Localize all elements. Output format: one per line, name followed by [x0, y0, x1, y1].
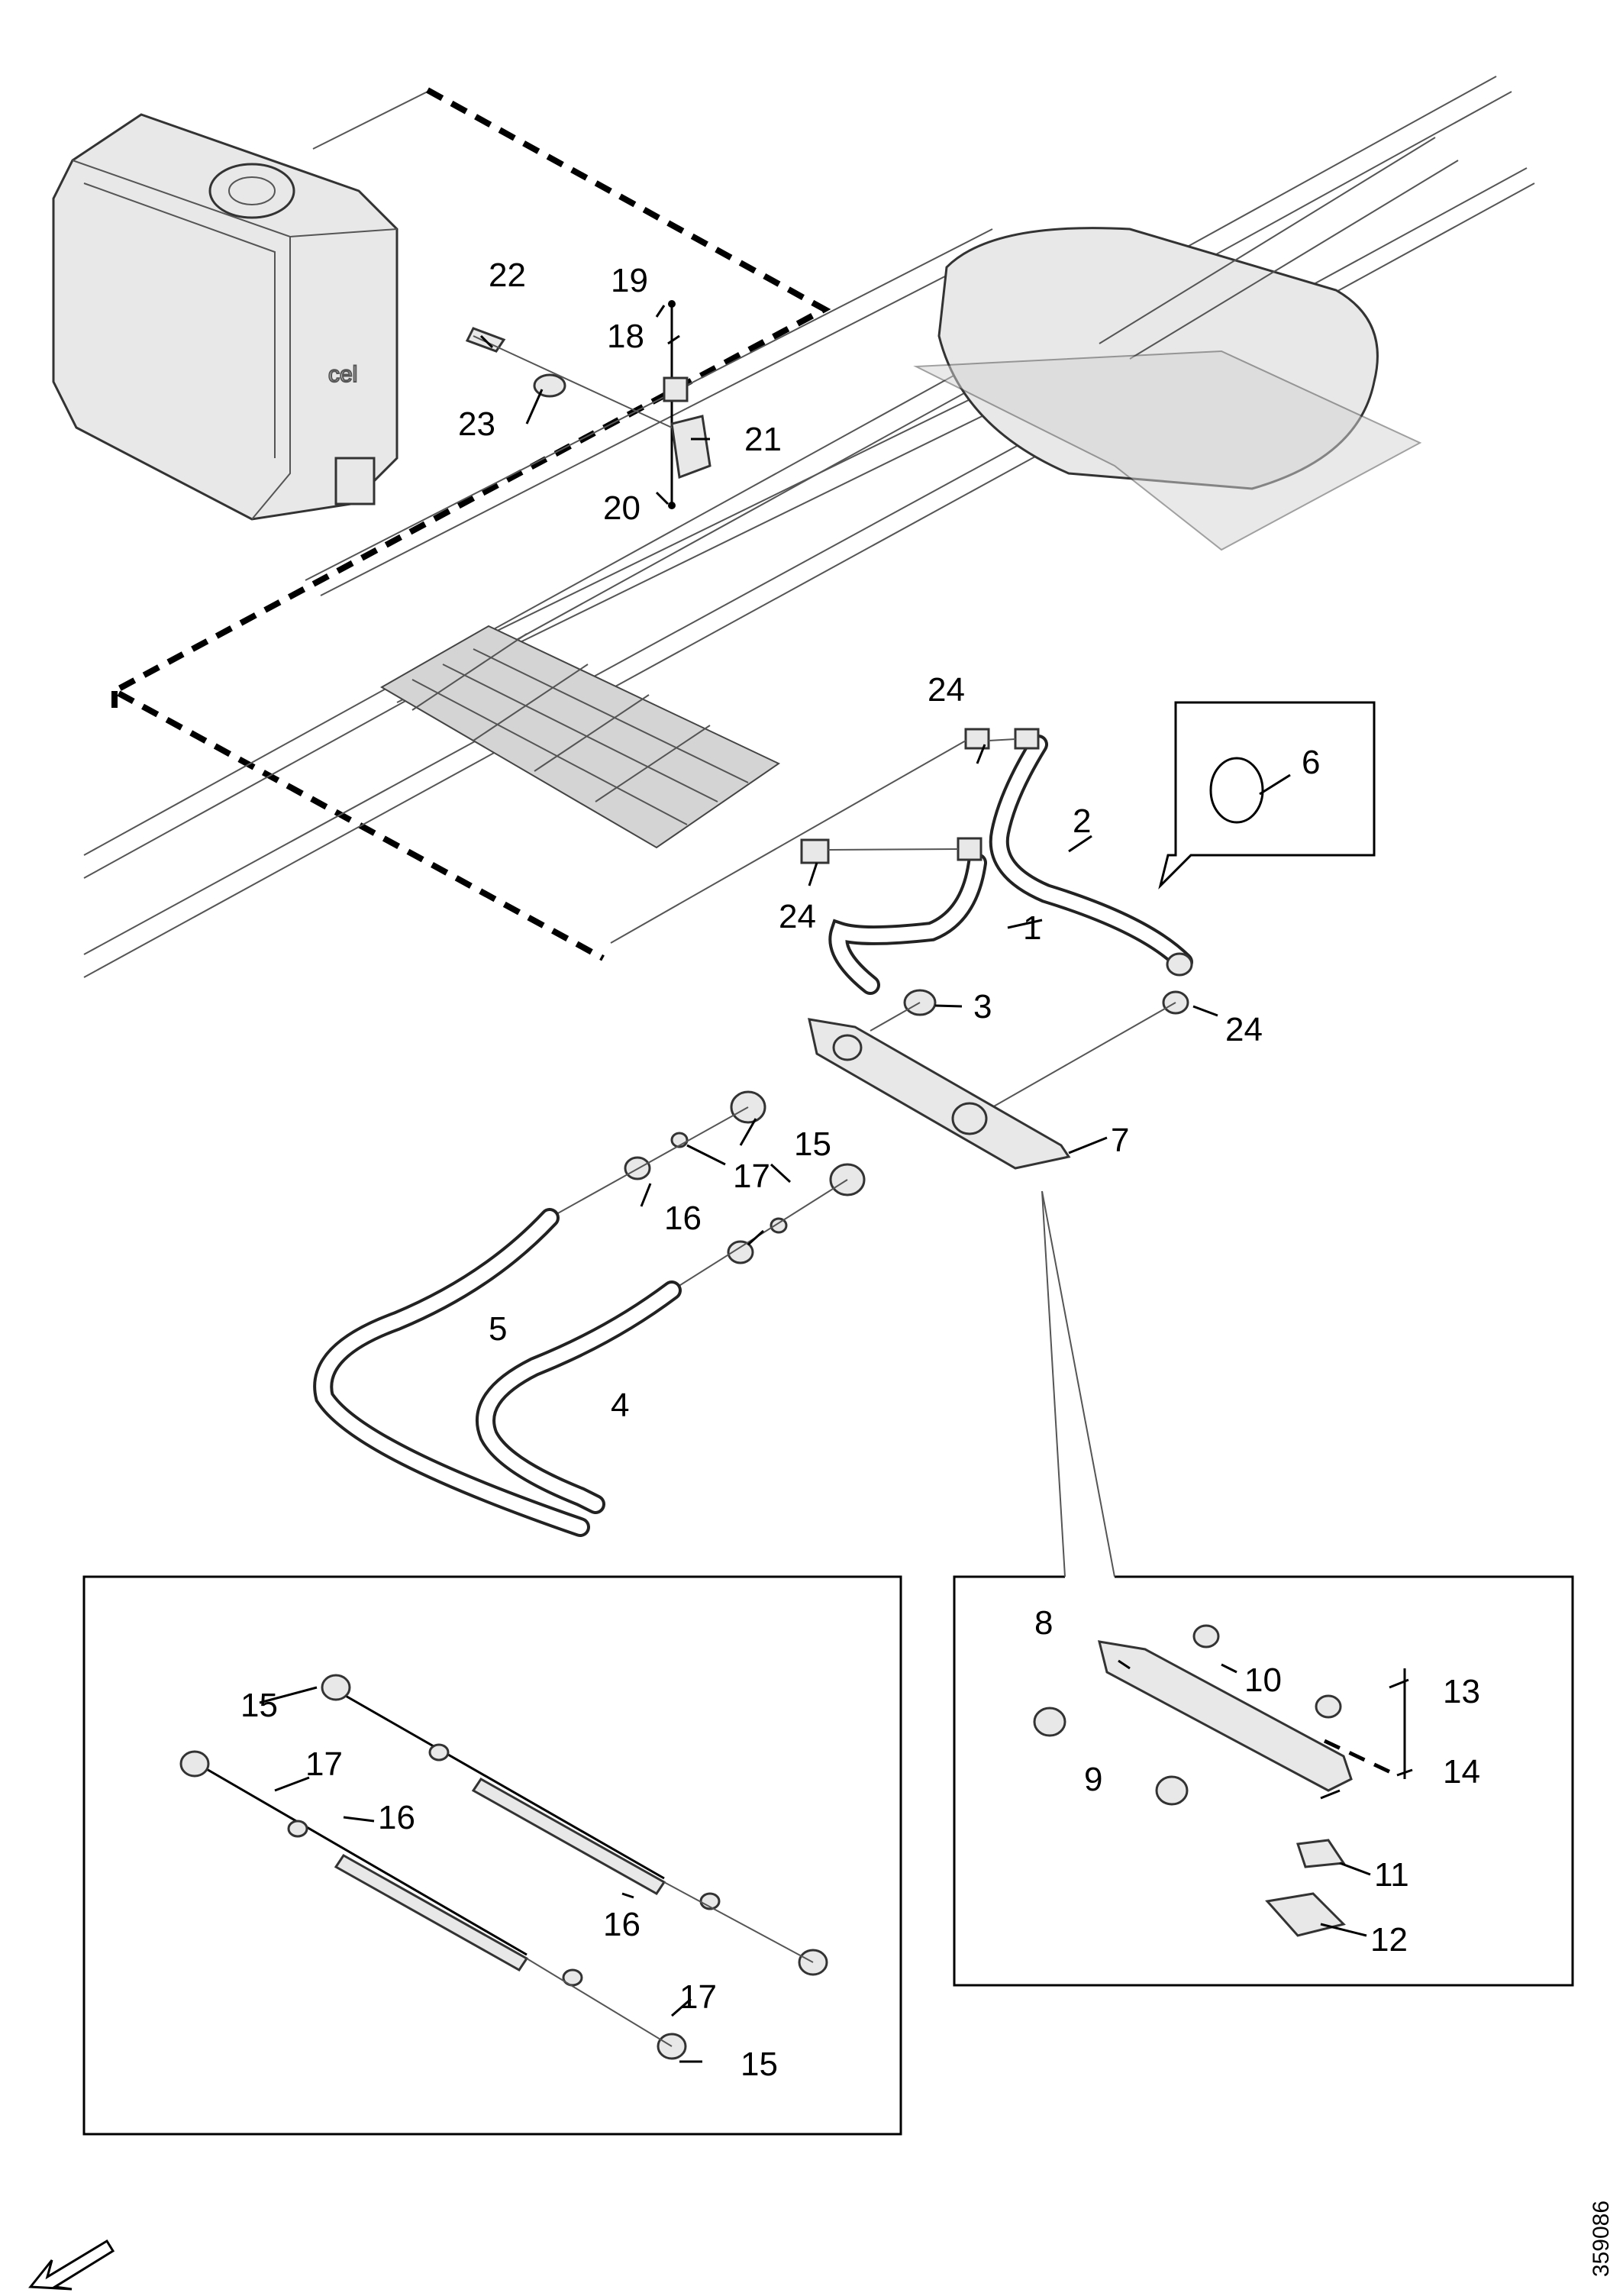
callout-11: 11	[1374, 1856, 1409, 1894]
fuel-tank: cel	[52, 91, 428, 521]
leader-lines	[259, 305, 1413, 2063]
callout-6: 6	[1302, 744, 1320, 781]
drawing-number-text: 359086	[1589, 2200, 1614, 2278]
bracket-assembly	[465, 300, 711, 509]
callout-24a: 24	[928, 671, 965, 709]
manifold-bracket	[808, 1018, 1071, 1170]
fifth-wheel	[913, 137, 1459, 551]
hose-2	[989, 735, 1193, 972]
callout-16b: 16	[378, 1799, 415, 1836]
direction-arrow-icon	[28, 2239, 115, 2291]
detail-box-pipes	[82, 1575, 902, 2136]
callout-4: 4	[611, 1387, 629, 1424]
fittings	[610, 728, 1193, 1108]
callout-9: 9	[1084, 1761, 1102, 1798]
callout-15c: 15	[741, 2046, 778, 2083]
callout-labels: 1 2 3 4 5 6 7 8 9 10 11 12 13 14 15 15 1…	[240, 257, 1480, 2083]
svg-text:cel: cel	[328, 362, 357, 387]
callout-16c: 16	[603, 1906, 640, 1943]
callout-7: 7	[1111, 1122, 1129, 1159]
callout-17b: 17	[305, 1745, 343, 1783]
callout-24c: 24	[1225, 1011, 1263, 1048]
callout-15b: 15	[240, 1687, 278, 1724]
callout-17c: 17	[679, 1978, 717, 2016]
callout-21: 21	[744, 421, 782, 458]
connector-parts	[549, 1090, 866, 1291]
callout-8: 8	[1034, 1604, 1053, 1642]
callout-12: 12	[1370, 1921, 1408, 1959]
dashed-outline	[108, 87, 831, 961]
callout-24b: 24	[779, 898, 816, 935]
callout-5: 5	[489, 1310, 507, 1348]
detail-box-bracket	[953, 1190, 1574, 1987]
callout-10: 10	[1244, 1661, 1282, 1699]
step-grating	[380, 625, 780, 849]
callout-17a: 17	[733, 1158, 770, 1195]
callout-19: 19	[611, 262, 648, 299]
hose-1	[828, 853, 987, 995]
drawing-number: 359086	[1586, 2188, 1617, 2287]
callout-3: 3	[973, 988, 992, 1025]
callout-13: 13	[1443, 1673, 1480, 1710]
pipe-4	[476, 1280, 682, 1514]
callout-14: 14	[1443, 1753, 1480, 1791]
callout-23: 23	[458, 405, 495, 443]
callout-1: 1	[1023, 909, 1041, 947]
inset-ring-detail	[1158, 701, 1376, 890]
pipe-5	[313, 1208, 590, 1537]
callout-2: 2	[1073, 802, 1091, 840]
callout-16a: 16	[664, 1200, 702, 1237]
callout-15a: 15	[794, 1125, 831, 1163]
callout-18: 18	[607, 318, 644, 355]
callout-22: 22	[489, 257, 526, 294]
callout-20: 20	[603, 489, 640, 527]
